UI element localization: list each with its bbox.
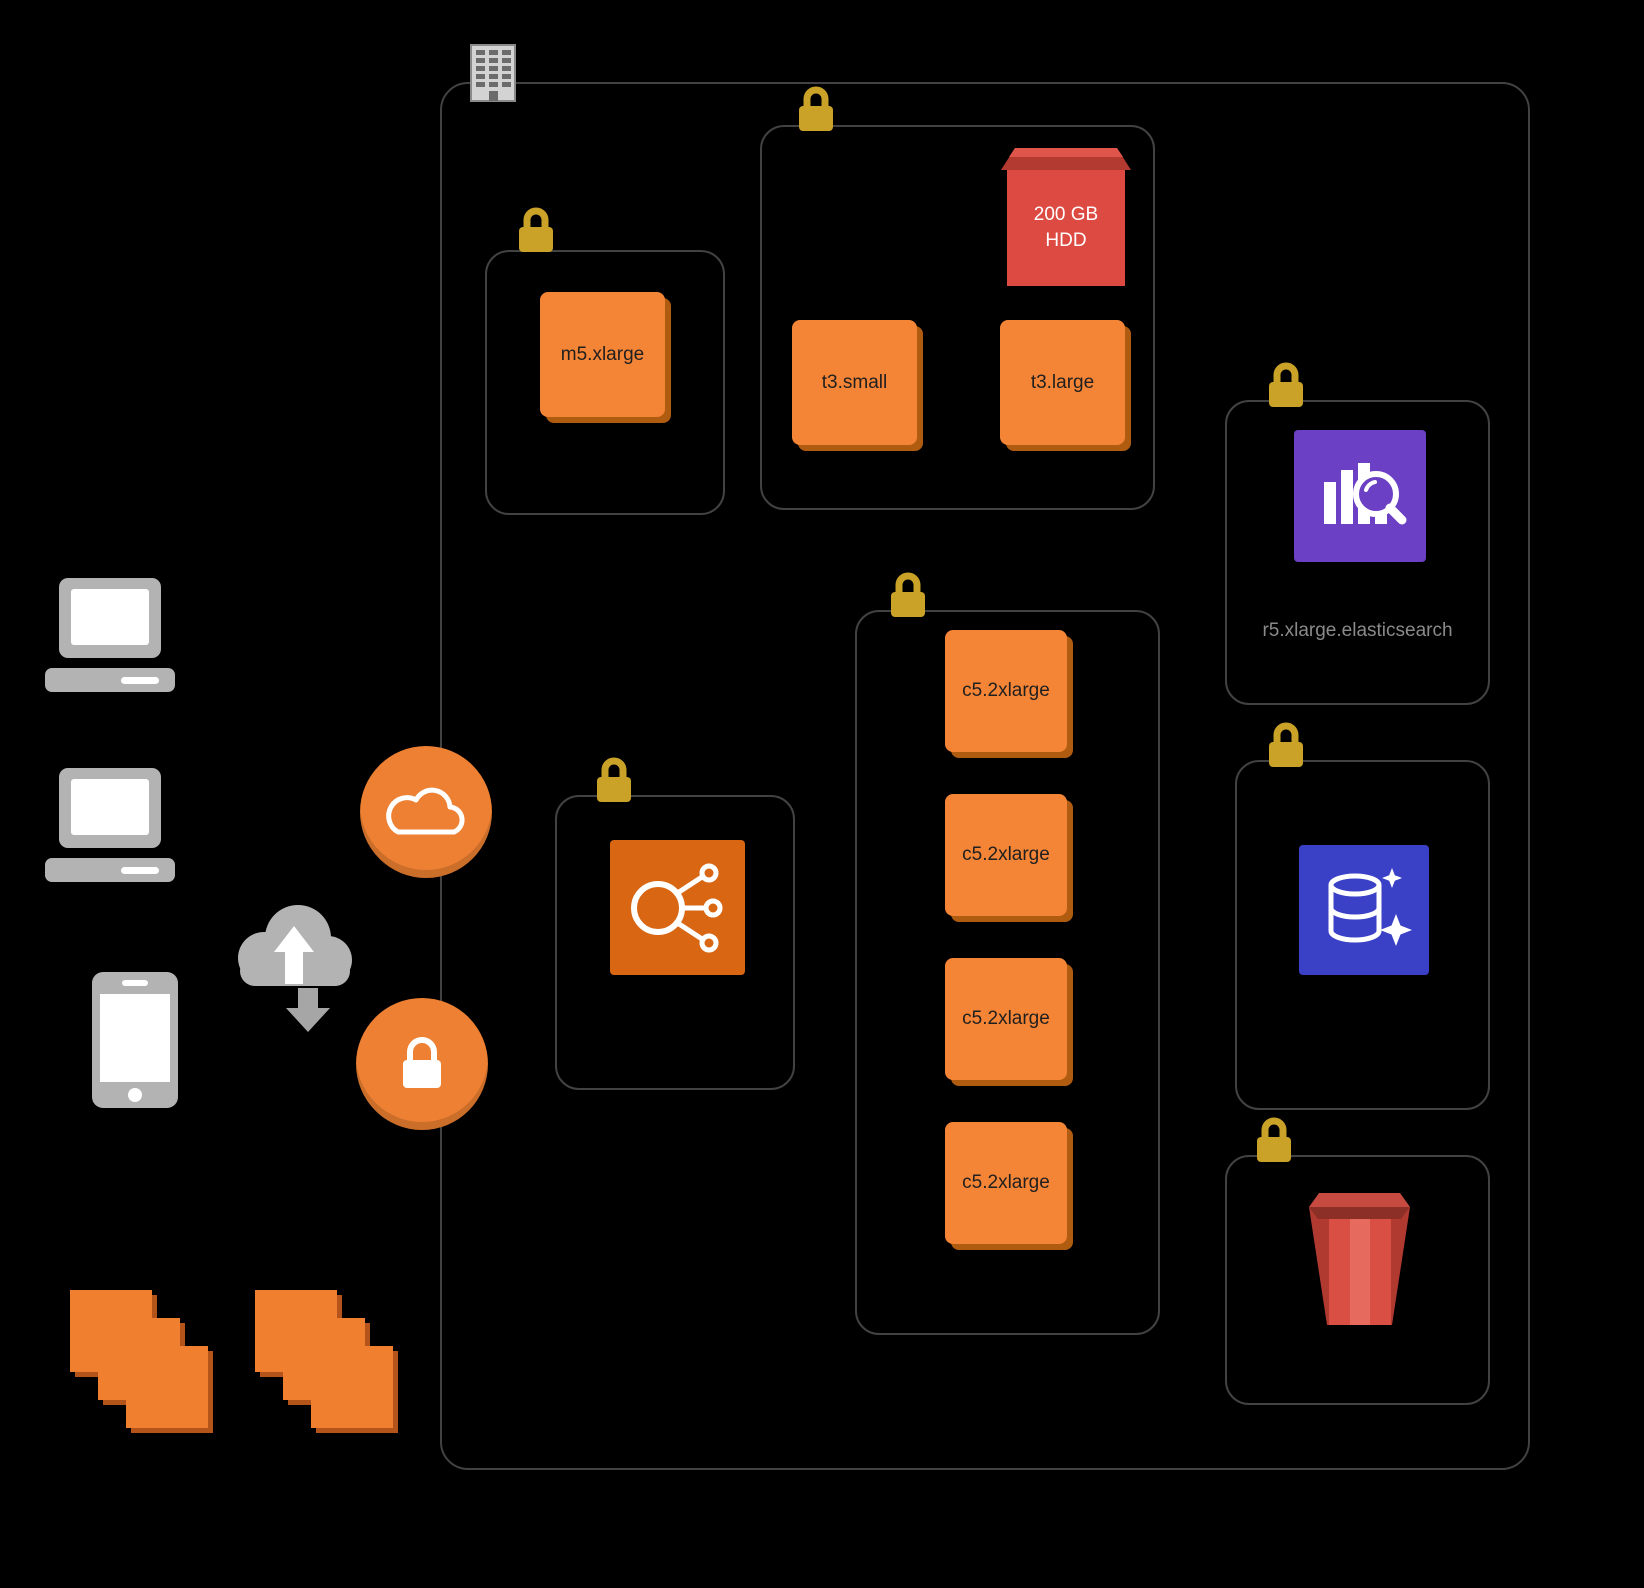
ec2-instance-c5-3: c5.2xlarge: [945, 958, 1067, 1080]
ebs-volume-node: 200 GB HDD: [1007, 170, 1125, 286]
volume-label-line2: HDD: [1045, 230, 1087, 251]
subnet-database: [1235, 760, 1490, 1110]
instance-label: c5.2xlarge: [962, 1008, 1050, 1029]
ec2-instance-m5: m5.xlarge: [540, 292, 665, 417]
instance-label: c5.2xlarge: [962, 680, 1050, 701]
instance-label: c5.2xlarge: [962, 1172, 1050, 1193]
laptop-icon-1: [45, 578, 175, 706]
cloud-circle-icon: [360, 746, 492, 878]
instance-label: m5.xlarge: [560, 343, 645, 365]
smartphone-icon: [92, 972, 178, 1108]
subnet-elasticsearch-lock-icon: [1262, 358, 1310, 410]
laptop-icon-2: [45, 768, 175, 896]
s3-bucket-icon: [1297, 1185, 1422, 1327]
instance-stack-icon-2: [255, 1290, 395, 1430]
ec2-instance-c5-1: c5.2xlarge: [945, 630, 1067, 752]
subnet-m5: [485, 250, 725, 515]
ec2-instance-t3small: t3.small: [792, 320, 917, 445]
subnet-m5-lock-icon: [512, 203, 560, 255]
subnet-t3-lock-icon: [792, 82, 840, 134]
database-icon: [1299, 845, 1429, 975]
ec2-instance-c5-4: c5.2xlarge: [945, 1122, 1067, 1244]
subnet-s3: [1225, 1155, 1490, 1405]
subnet-t3: [760, 125, 1155, 510]
instance-label: c5.2xlarge: [962, 844, 1050, 865]
load-balancer-icon: [610, 840, 745, 975]
security-lock-circle-icon: [356, 998, 488, 1130]
instance-label: t3.small: [821, 371, 888, 393]
volume-label-line1: 200 GB: [1033, 204, 1099, 226]
subnet-s3-lock-icon: [1250, 1113, 1298, 1165]
instance-label: t3.large: [1030, 371, 1095, 393]
elasticsearch-icon: [1294, 430, 1426, 562]
stack-square: [126, 1346, 208, 1428]
subnet-c5-lock-icon: [884, 568, 932, 620]
subnet-elb: [555, 795, 795, 1090]
ec2-instance-c5-2: c5.2xlarge: [945, 794, 1067, 916]
stack-square: [311, 1346, 393, 1428]
ebs-volume-top-icon: [1001, 148, 1131, 170]
subnet-elb-lock-icon: [590, 753, 638, 805]
elasticsearch-label: r5.xlarge.elasticsearch: [1262, 620, 1453, 641]
subnet-c5: [855, 610, 1160, 1335]
instance-stack-icon-1: [70, 1290, 210, 1430]
subnet-database-lock-icon: [1262, 718, 1310, 770]
ec2-instance-t3large: t3.large: [1000, 320, 1125, 445]
cloud-transfer-icon: [224, 886, 362, 1034]
office-building-icon: [470, 44, 516, 102]
subnet-elasticsearch: [1225, 400, 1490, 705]
